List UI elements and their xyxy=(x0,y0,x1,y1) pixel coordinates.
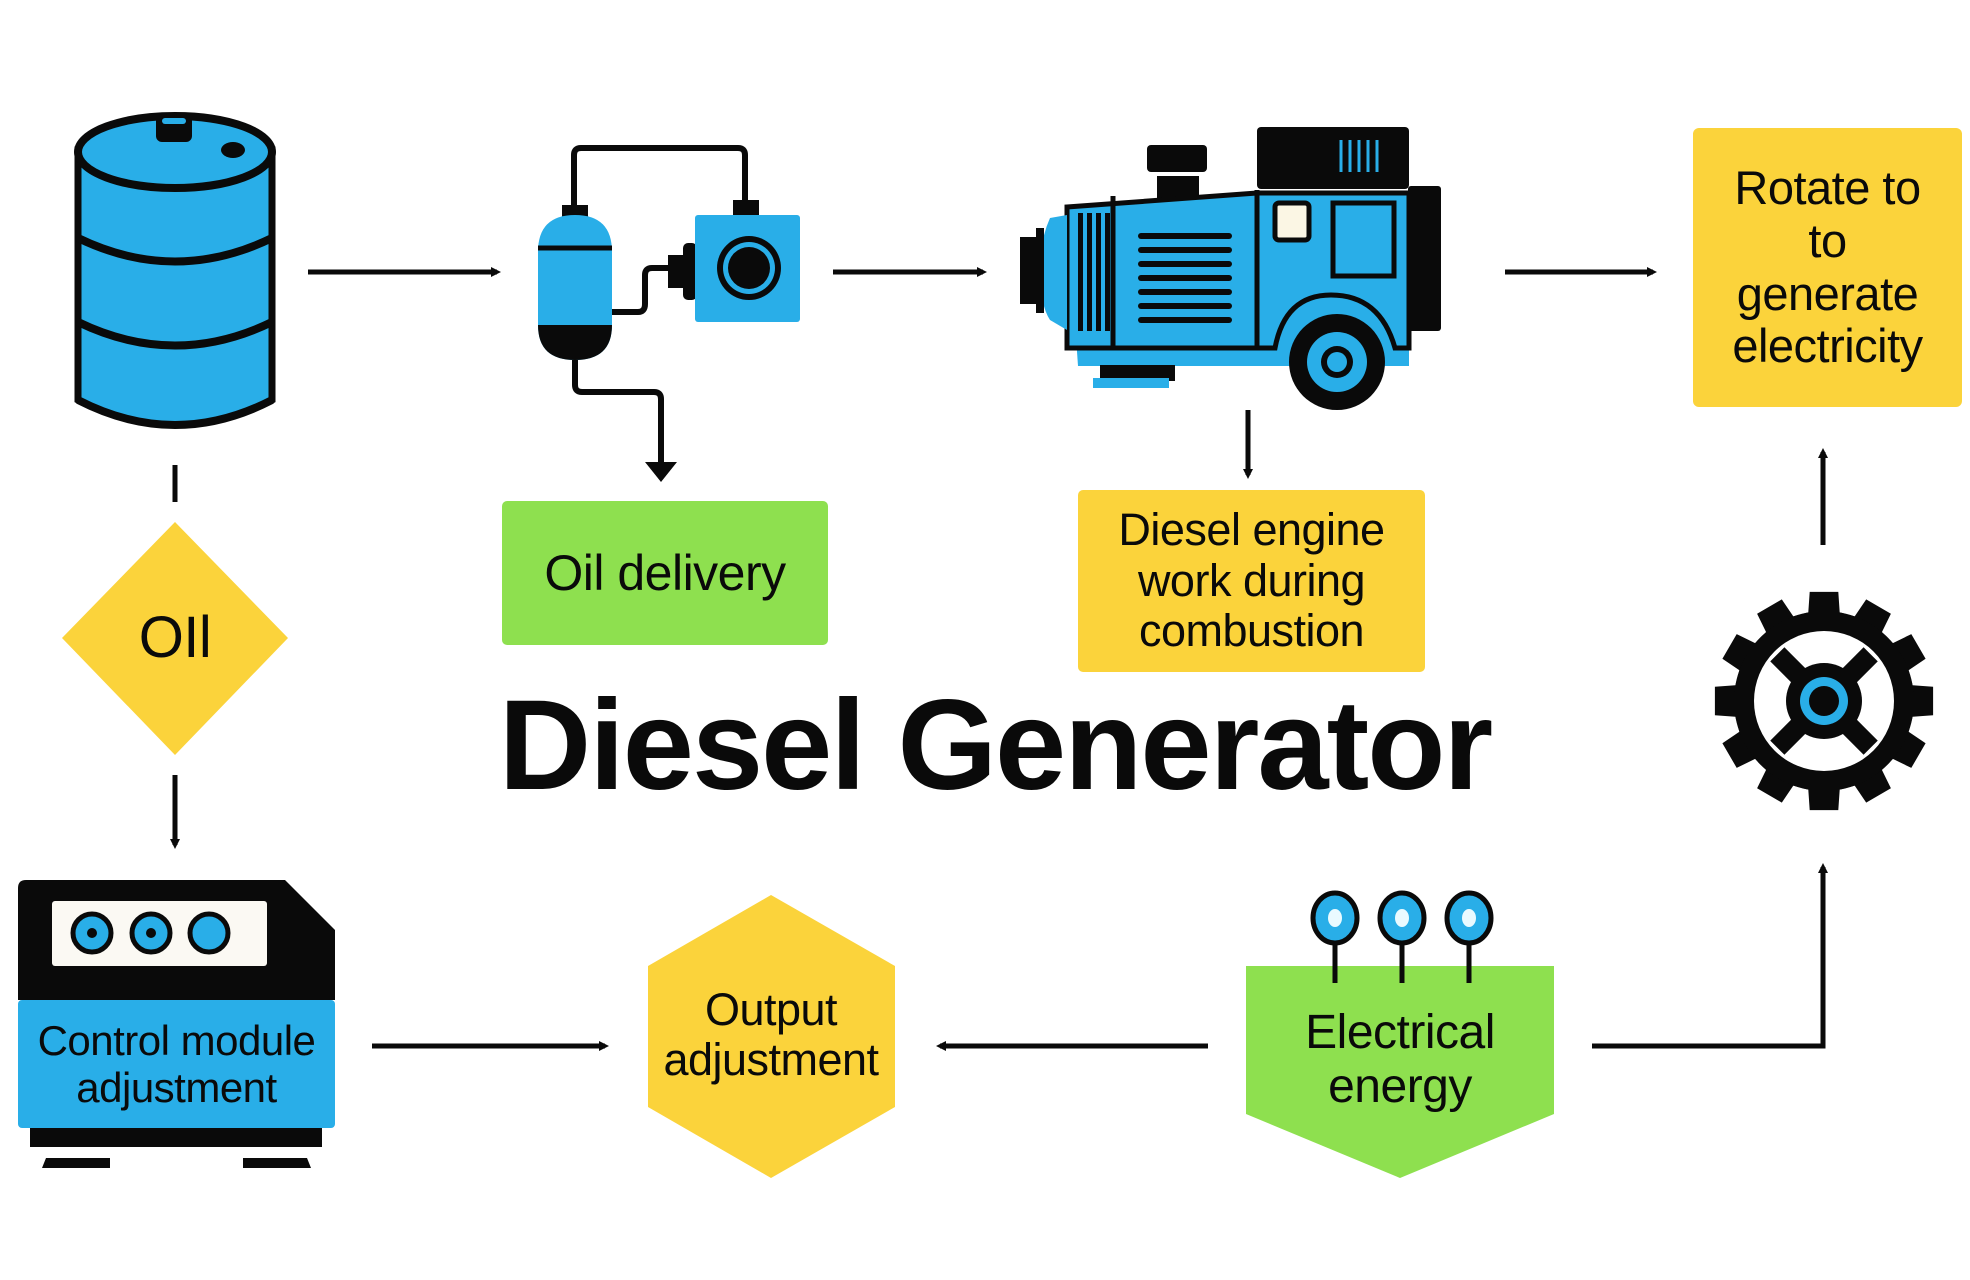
output-adjustment-label: Output adjustment xyxy=(640,960,902,1110)
oil-delivery-text: Oil delivery xyxy=(544,545,786,601)
diesel-engine-work-line: Diesel engine xyxy=(1118,504,1385,556)
electrical-energy-line: Electrical xyxy=(1305,1006,1495,1060)
rotate-label: Rotate to to generate electricity xyxy=(1693,128,1962,407)
oil-delivery-box xyxy=(502,501,828,645)
control-module-line: Control module xyxy=(37,1016,316,1064)
electrical-energy-label: Electrical energy xyxy=(1246,995,1554,1125)
rotate-box xyxy=(1693,128,1962,407)
electrical-terminals-icon xyxy=(1310,890,1494,983)
gear-icon xyxy=(1714,591,1934,811)
flow-arrow xyxy=(1592,863,1828,1049)
control-module-line: adjustment xyxy=(76,1064,277,1111)
rotate-line: generate xyxy=(1736,266,1919,320)
output-adjustment-hexagon xyxy=(648,895,895,1178)
control-module-label: Control module adjustment xyxy=(14,1000,339,1128)
oil-diamond xyxy=(62,522,288,755)
electrical-energy-pentagon xyxy=(1246,966,1554,1178)
oil-delivery-label: Oil delivery xyxy=(502,501,828,645)
rotate-line: Rotate to xyxy=(1734,161,1921,215)
electrical-energy-line: energy xyxy=(1328,1060,1472,1113)
output-adjustment-line: Output xyxy=(704,983,838,1035)
oil-text: OIl xyxy=(138,605,212,671)
diesel-engine-work-box xyxy=(1078,490,1425,672)
fuel-pump-icon xyxy=(538,145,800,482)
rotate-line: to xyxy=(1808,213,1847,267)
gear-axle xyxy=(1809,686,1839,716)
rotate-line: electricity xyxy=(1732,319,1923,373)
diesel-engine-work-line: combustion xyxy=(1138,605,1365,657)
output-adjustment-line: adjustment xyxy=(663,1034,879,1085)
oil-diamond-label: OIl xyxy=(62,522,288,755)
oil-barrel-icon xyxy=(74,112,276,429)
control-module-icon xyxy=(18,880,335,1168)
diesel-engine-work-line: work during xyxy=(1137,554,1366,606)
page-title: Diesel Generator xyxy=(498,674,1493,817)
diesel-engine-icon xyxy=(1020,127,1441,410)
diesel-engine-work-label: Diesel engine work during combustion xyxy=(1078,490,1425,672)
